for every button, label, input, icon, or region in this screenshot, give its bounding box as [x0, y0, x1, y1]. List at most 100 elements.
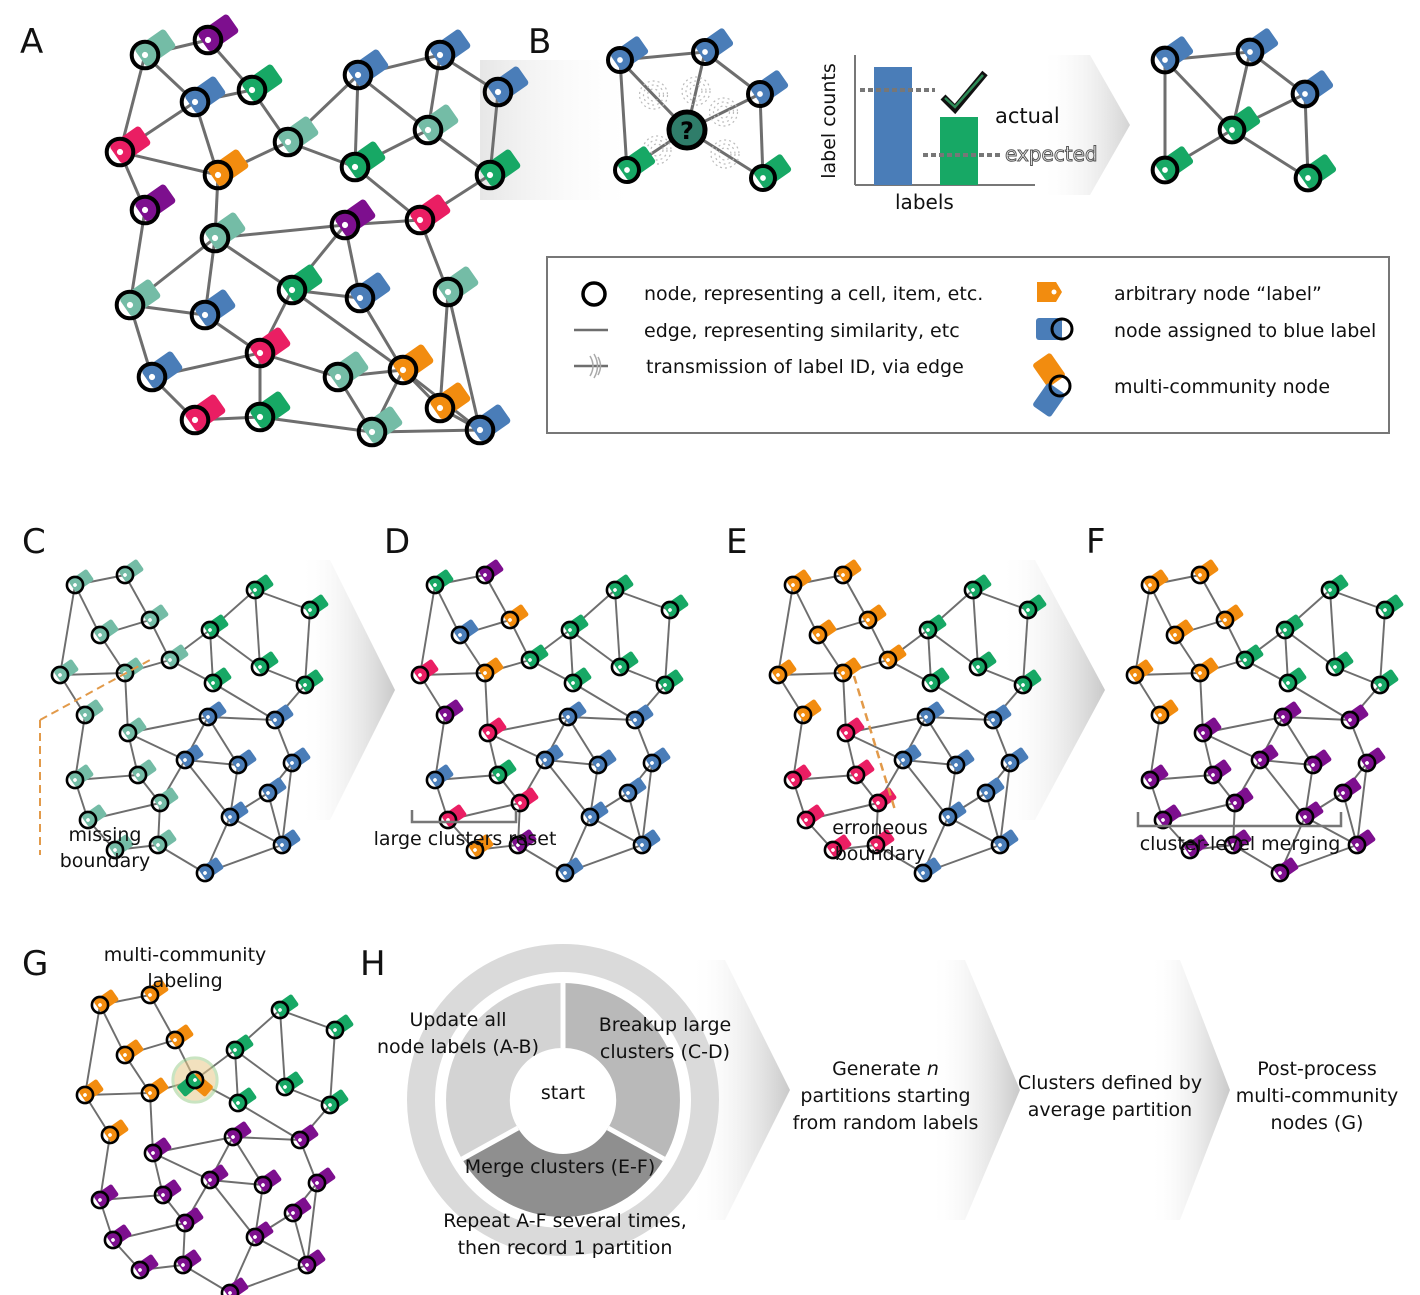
graph-node [793, 705, 813, 725]
graph-node [1225, 793, 1245, 813]
graph-node [339, 151, 371, 183]
graph-node [1150, 155, 1180, 185]
graph-node [195, 863, 215, 883]
graph-node [535, 750, 555, 770]
graph-node [968, 657, 988, 677]
graph-node [1013, 675, 1033, 695]
graph-node [1140, 575, 1160, 595]
cycle-repeat-line1: Repeat A-F several times, [443, 1210, 687, 1232]
graph-node [833, 663, 853, 683]
graph-node [983, 710, 1003, 730]
graph-node [1370, 675, 1390, 695]
graph-node [300, 600, 320, 620]
graph-edge [777, 584, 794, 676]
chart-actual-label: actual [995, 104, 1060, 128]
graph-node [258, 783, 278, 803]
cycle-repeat: Repeat A-F several times, then record 1 … [420, 1208, 710, 1262]
graph-node [115, 565, 135, 585]
transmission-signal [708, 97, 739, 127]
transmission-signal [642, 84, 665, 106]
graph-node [150, 793, 170, 813]
graph-node [424, 392, 456, 424]
graph-node [1333, 783, 1353, 803]
graph-node [192, 24, 224, 56]
graph-node [1347, 835, 1367, 855]
graph-node [618, 783, 638, 803]
graph-node [1193, 723, 1213, 743]
graph-node [1303, 755, 1323, 775]
arrow-c-to-d [300, 560, 395, 820]
graph-node [1275, 620, 1295, 640]
arrow-h-1 [690, 960, 790, 1220]
graph-node [297, 1255, 317, 1275]
graph-node [560, 620, 580, 640]
transmission-signal [642, 135, 672, 165]
graph-node [78, 810, 98, 830]
cycle-step-breakup-line2: clusters (C-D) [599, 1041, 731, 1063]
legend-multi-node-text: multi-community node [1114, 376, 1331, 398]
graph-node [244, 401, 276, 433]
stage-postprocess: Post-process multi-community nodes (G) [1222, 1056, 1412, 1137]
chart-ylabel: label counts [818, 63, 840, 179]
panel-letter-a: A [20, 22, 44, 62]
graph-node [520, 650, 540, 670]
graph-b-after [1150, 28, 1337, 193]
graph-edge [589, 816, 643, 846]
panel-letter-g: G [22, 944, 49, 984]
graph-node [228, 1093, 248, 1113]
graph-node [916, 707, 936, 727]
graph-node [1180, 840, 1200, 860]
graph-node [173, 1255, 193, 1275]
graph-node [387, 354, 419, 386]
graph-edge [232, 1136, 301, 1141]
graph-edge [212, 682, 276, 721]
graph-node [642, 753, 662, 773]
chart-expected-label: expected [1005, 142, 1099, 167]
segment-update [446, 983, 563, 1159]
graph-node [976, 783, 996, 803]
graph-node [90, 625, 110, 645]
graph-node [660, 600, 680, 620]
graph-node [613, 156, 641, 184]
graph-node [199, 222, 231, 254]
graph-node [245, 1227, 265, 1247]
graph-node [783, 575, 803, 595]
graph-node [118, 723, 138, 743]
graph-node [1273, 707, 1293, 727]
graph-node [265, 710, 285, 730]
graph-node [482, 76, 514, 108]
panel-letter-f: F [1086, 522, 1106, 562]
graph-node [808, 625, 828, 645]
caption-c-line1: missing [68, 824, 142, 846]
graph-node [558, 707, 578, 727]
graph-node [475, 565, 495, 585]
graph-node [270, 1000, 290, 1020]
stage-generate-line2: partitions starting [800, 1085, 971, 1107]
caption-e-line2: boundary [834, 843, 926, 865]
graph-node [179, 86, 211, 118]
graph-edge [664, 609, 671, 686]
graph-node [322, 361, 354, 393]
stage-generate-line1: Generate n [778, 1056, 993, 1083]
graph-node [342, 59, 374, 91]
graph-edge [1202, 732, 1261, 761]
graph-node [90, 995, 110, 1015]
graph-node [129, 39, 161, 71]
graph-node [179, 404, 211, 436]
graph-edge [1329, 589, 1386, 611]
unknown-node [666, 109, 708, 151]
graph-node [921, 673, 941, 693]
graph-node [655, 675, 675, 695]
graph-node [189, 299, 221, 331]
graph-node [913, 863, 933, 883]
graph-node [632, 835, 652, 855]
graph-node [488, 765, 508, 785]
graph-edge [438, 291, 450, 409]
graph-edge [306, 1182, 318, 1266]
graph-node [500, 610, 520, 630]
cycle-step-update-line2: node labels (A-B) [377, 1036, 539, 1058]
graph-node [625, 710, 645, 730]
transmission-signal [718, 147, 732, 161]
graph-edge [419, 584, 436, 676]
graph-node [320, 1095, 340, 1115]
